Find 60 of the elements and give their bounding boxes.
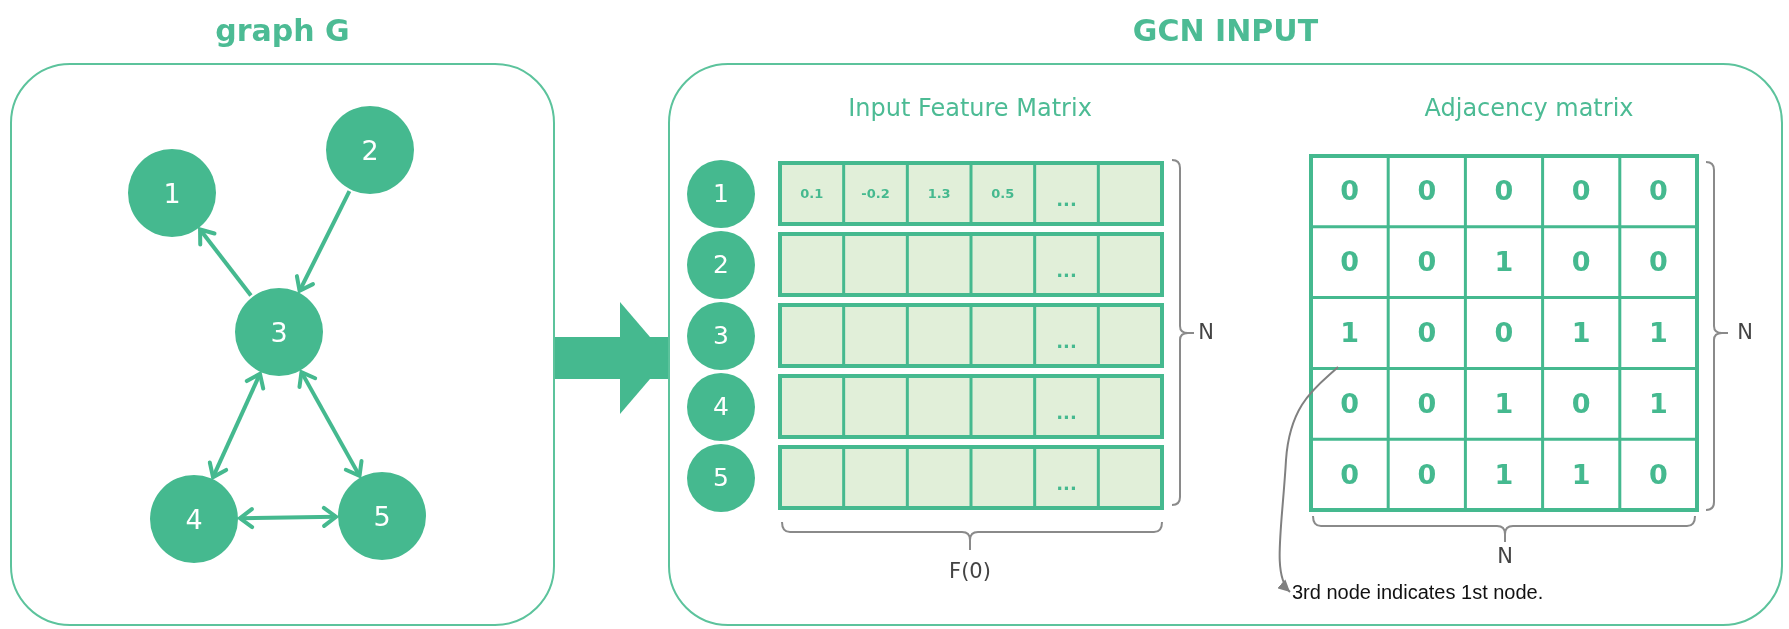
cell-value: 1 [1494,247,1514,278]
dimension-label: N [1497,545,1513,569]
graph-node-circle: 3 [235,288,323,376]
cell-value: 0 [1649,459,1668,490]
cell-value: 1 [1494,388,1514,419]
cell-value: ... [1056,190,1077,210]
cell-value: 0 [1417,176,1437,207]
cell-value: 1 [1649,318,1668,348]
matrix-title: Adjacency matrix [1424,94,1634,122]
cell-value: ... [1056,474,1077,494]
cell-value: 1 [1649,388,1668,419]
cell-value: 0 [1417,459,1437,490]
row-index-circle: 4 [687,372,755,441]
graph-node-circle: 4 [150,475,238,563]
cell-value: 0 [1571,388,1591,419]
arrow [294,190,352,293]
leader-line [1277,366,1339,593]
arrow [297,370,364,478]
arrow [207,371,266,480]
cell-value: 0 [1494,318,1514,348]
row-index-circle: 3 [687,301,755,370]
cell-value: ... [1056,403,1077,423]
cell-value: 1.3 [927,186,951,202]
block-arrow [555,302,668,414]
graph-node-circle: 1 [128,149,216,237]
cell-value: -0.2 [861,186,890,202]
cell-value: 0 [1417,388,1437,419]
note-text: 3rd node indicates 1st node. [1292,579,1582,605]
dimension-label: N [1737,321,1753,345]
dimension-label: N [1198,321,1214,345]
cell-value: 0 [1340,459,1359,490]
cell-value: ... [1056,332,1077,352]
cell-value: 0 [1340,388,1359,419]
cell-value: 0 [1571,176,1591,207]
cell-value: 0 [1649,247,1668,278]
cell-value: 0 [1649,176,1668,207]
cell-value: 0 [1571,247,1591,278]
cell-value: 1 [1571,318,1591,348]
cell-value: 0 [1340,176,1359,207]
row-index-circle: 5 [687,443,755,512]
arrow [198,227,253,297]
matrix-title: Input Feature Matrix [848,94,1092,122]
cell-value: 0 [1417,247,1437,278]
cell-value: 0 [1494,176,1514,207]
cell-value: 0 [1340,247,1359,278]
dimension-label: F(0) [949,560,991,584]
row-index-circle: 2 [687,230,755,299]
graph-node-circle: 2 [326,106,414,194]
cell-value: 1 [1571,459,1591,490]
arrow [238,505,338,530]
row-index-circle: 1 [687,159,755,228]
panel-title: graph G [214,13,351,48]
panel-title: GCN INPUT [1131,13,1320,48]
cell-value: 1 [1494,459,1514,490]
graph-node-circle: 5 [338,472,426,560]
cell-value: 0.5 [991,186,1015,202]
cell-value: ... [1056,261,1077,281]
cell-value: 0.1 [800,186,824,202]
cell-value: 0 [1417,318,1437,348]
cell-value: 1 [1340,318,1359,348]
